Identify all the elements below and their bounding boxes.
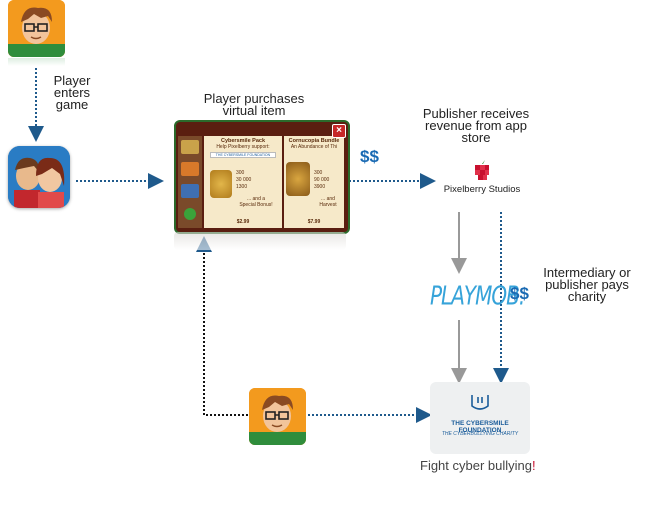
player-avatar-top <box>8 0 65 57</box>
cybersmile-title: THE CYBERSMILE FOUNDATION <box>451 420 509 434</box>
berry-icon <box>475 160 489 180</box>
tab-icon-3 <box>181 184 199 198</box>
panel-right-subtitle: An Abundance of Thi <box>290 144 338 150</box>
game-characters-icon <box>8 146 70 208</box>
fight-text: Fight cyber bullying <box>420 458 532 473</box>
fight-mark: ! <box>532 458 536 473</box>
panel-left-subtitle: Help Pixelberry support: <box>216 144 270 150</box>
panel-right-values: 300 90 000 3900 <box>314 170 330 190</box>
panel-right-price: $7.99 <box>307 219 321 225</box>
player-avatar-bottom <box>249 388 306 445</box>
store-screenshot: Cybersmile Pack Help Pixelberry support:… <box>174 120 350 234</box>
panel-left-title: Cybersmile Pack <box>220 138 266 144</box>
tab-icon-1 <box>181 140 199 154</box>
panel-right-title: Cornucopia Bundle <box>288 138 340 144</box>
label-publisher-receives: Publisher receives revenue from app stor… <box>422 106 530 145</box>
tab-icon-4 <box>184 208 196 220</box>
cybersmile-subtitle: THE CYBERBULLYING CHARITY <box>441 431 519 437</box>
tab-icon-2 <box>181 162 199 176</box>
store-panel-left: Cybersmile Pack Help Pixelberry support:… <box>204 136 282 228</box>
pixelberry-name: Pixelberry Studios <box>443 184 521 195</box>
money-to-publisher: $$ <box>360 147 379 166</box>
arrow-back-to-store <box>196 236 248 416</box>
store-side-tabs <box>178 136 202 228</box>
panel-left-org: THE CYBERSMILE FOUNDATION <box>210 152 276 158</box>
playmob-logo: PLAYMOB. <box>430 280 525 312</box>
game-app-icon <box>8 146 70 208</box>
player-icon <box>8 0 65 57</box>
panel-right-extra: ... and Harvest <box>319 196 337 208</box>
panel-left-coins-icon <box>210 170 232 198</box>
playmob-text: PLAYMOB. <box>430 280 525 312</box>
panel-left-extra: ... and a Special Bonus! <box>239 196 273 208</box>
avatar-reflection <box>8 58 65 66</box>
label-player-purchases: Player purchases virtual item <box>203 91 305 118</box>
panel-left-values: 300 30 000 1300 <box>236 170 252 190</box>
player-icon-bottom <box>249 388 306 445</box>
store-reflection <box>174 232 346 250</box>
panel-left-price: $2.99 <box>236 219 250 225</box>
pixelberry-logo: Pixelberry Studios <box>432 160 532 200</box>
money-to-charity: $$ <box>510 284 529 303</box>
close-icon: × <box>332 124 346 138</box>
label-fight-bullying: Fight cyber bullying! <box>420 458 560 473</box>
cybersmile-logo-card: THE CYBERSMILE FOUNDATION THE CYBERBULLY… <box>430 382 530 454</box>
label-intermediary: Intermediary or publisher pays charity <box>543 265 631 304</box>
label-player-enters: Player enters game <box>53 73 91 112</box>
store-panel-right: Cornucopia Bundle An Abundance of Thi 30… <box>284 136 344 228</box>
cybersmile-icon <box>471 395 489 410</box>
panel-right-goods-icon <box>286 162 310 196</box>
